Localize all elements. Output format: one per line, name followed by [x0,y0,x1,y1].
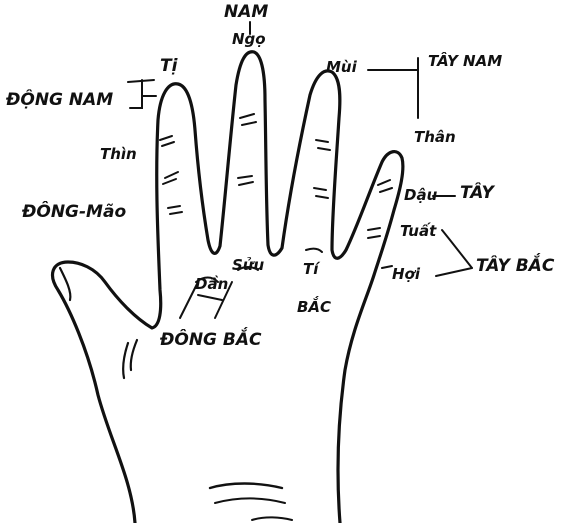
branch-suu: Sửu [232,258,264,273]
direction-southwest: TÂY NAM [428,54,502,69]
direction-south: NAM [224,4,268,21]
direction-northeast: ĐÔNG BẮC [160,332,262,349]
branch-mui: Mùi [326,60,357,75]
direction-north: BẮC [297,300,331,315]
branch-dau: Dậu [404,188,437,203]
branch-ngo: Ngọ [232,32,266,47]
branch-ti-rat: Tí [303,262,318,277]
branch-ti-snake: Tị [160,58,177,75]
direction-east: ĐÔNG-Mão [22,204,126,221]
direction-southeast: ĐỘNG NAM [6,92,113,109]
branch-tuat: Tuất [400,224,436,239]
direction-west: TÂY [460,185,494,202]
branch-dan: Dần [195,277,228,292]
branch-than-dragon: Thìn [100,147,137,162]
branch-hoi: Hợi [392,267,420,282]
direction-northwest: TÂY BẮC [476,258,554,275]
branch-than-monkey: Thân [414,130,456,145]
